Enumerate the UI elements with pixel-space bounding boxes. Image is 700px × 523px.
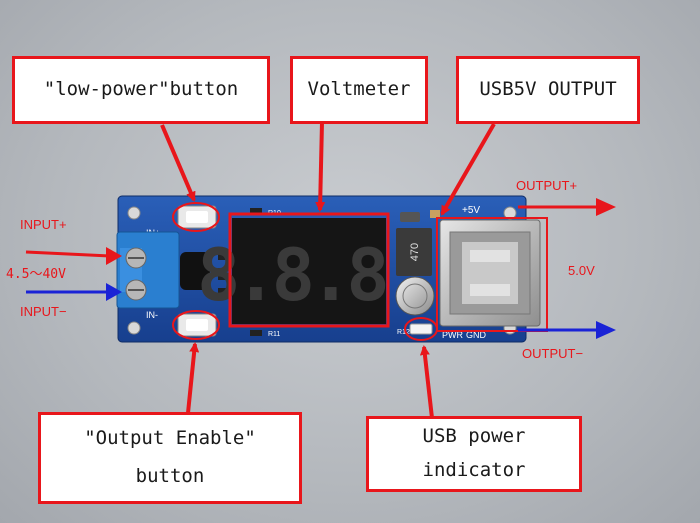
callout-output-enable-line2: button bbox=[135, 465, 205, 487]
callout-usb-output-text: USB5V OUTPUT bbox=[479, 78, 617, 101]
silk-r11: R11 bbox=[268, 331, 280, 338]
capacitor bbox=[395, 276, 435, 316]
inductor-code: 470 bbox=[409, 243, 421, 261]
callout-usb-indicator-line2: indicator bbox=[422, 459, 526, 481]
silk-pwr: PWR bbox=[442, 330, 463, 340]
callout-voltmeter-text: Voltmeter bbox=[307, 78, 411, 101]
silk-gnd: GND bbox=[466, 330, 487, 340]
label-input-plus: INPUT+ bbox=[20, 217, 67, 232]
silk-5v: +5V bbox=[462, 205, 480, 216]
label-output-minus: OUTPUT− bbox=[522, 346, 584, 361]
low-power-switch bbox=[177, 205, 217, 229]
callout-usb-indicator-line1: USB power bbox=[422, 425, 526, 448]
inductor: 470 bbox=[396, 228, 432, 276]
callout-low-power-button: "low-power"button bbox=[12, 56, 270, 124]
callout-low-power-text: "low-power"button bbox=[43, 78, 239, 101]
callout-voltmeter: Voltmeter bbox=[290, 56, 428, 124]
screw-terminal bbox=[116, 231, 180, 309]
label-input-range: 4.5～40V bbox=[6, 267, 66, 282]
silk-in-minus: IN- bbox=[146, 310, 158, 320]
label-output-plus: OUTPUT+ bbox=[516, 178, 578, 193]
transistor bbox=[180, 252, 210, 290]
highlight-marks bbox=[172, 202, 548, 341]
output-enable-switch bbox=[177, 313, 217, 337]
label-input-minus: INPUT− bbox=[20, 304, 67, 319]
callout-usb-output: USB5V OUTPUT bbox=[456, 56, 640, 124]
arrows bbox=[25, 121, 616, 419]
usb-port bbox=[439, 219, 541, 327]
label-output-voltage: 5.0V bbox=[568, 263, 595, 278]
silk-r12: R12 bbox=[397, 329, 410, 336]
usb-power-led bbox=[409, 323, 433, 335]
callout-output-enable-line1: "Output Enable" bbox=[84, 427, 256, 450]
callout-usb-power-indicator: USB power indicator bbox=[366, 416, 582, 492]
callout-output-enable-button: "Output Enable" button bbox=[38, 412, 302, 504]
